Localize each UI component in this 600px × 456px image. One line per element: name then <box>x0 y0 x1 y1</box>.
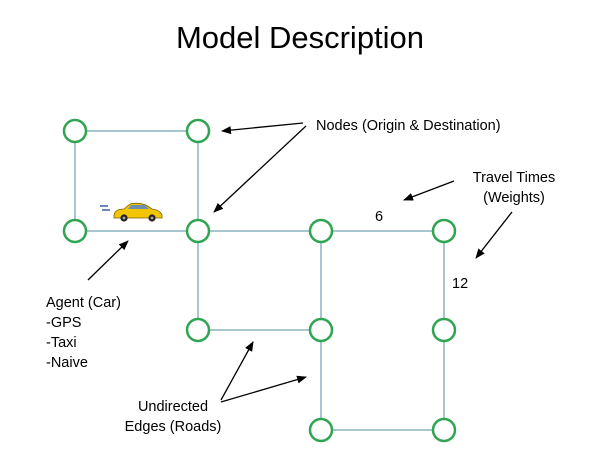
nodes-label: Nodes (Origin & Destination) <box>316 118 501 134</box>
agent-type-naive: -Naive <box>46 355 88 371</box>
agent-type-taxi: -Taxi <box>46 335 77 351</box>
graph-node <box>62 218 88 244</box>
page-title: Model Description <box>175 20 425 55</box>
arrow <box>221 122 304 135</box>
arrow <box>213 125 307 213</box>
arrow <box>220 341 254 401</box>
agent-type-gps: -GPS <box>46 315 82 331</box>
arrow <box>403 180 455 201</box>
travel-times-line-2: (Weights) <box>483 190 545 206</box>
graph-node <box>185 218 211 244</box>
weight-label-top: 6 <box>375 209 384 225</box>
agent-label: Agent (Car) -GPS -Taxi -Naive <box>46 293 121 373</box>
graph-node <box>62 118 88 144</box>
graph-node <box>431 218 457 244</box>
graph-node <box>308 317 334 343</box>
travel-times-line-1: Travel Times <box>472 170 556 186</box>
agent-title: Agent (Car) <box>46 295 121 311</box>
graph-node <box>431 417 457 443</box>
undirected-line-2: Edges (Roads) <box>124 419 222 435</box>
graph-node <box>308 417 334 443</box>
undirected-line-1: Undirected <box>137 399 209 415</box>
arrow <box>220 375 307 403</box>
undirected-edges-label: Undirected Edges (Roads) <box>118 397 228 437</box>
car-icon <box>100 202 163 222</box>
graph-node <box>431 317 457 343</box>
graph-node <box>185 118 211 144</box>
graph-node <box>308 218 334 244</box>
travel-times-label: Travel Times (Weights) <box>458 168 570 208</box>
arrow <box>87 240 129 281</box>
weight-label-right: 12 <box>452 276 469 292</box>
graph-node <box>185 317 211 343</box>
arrow <box>475 211 513 259</box>
